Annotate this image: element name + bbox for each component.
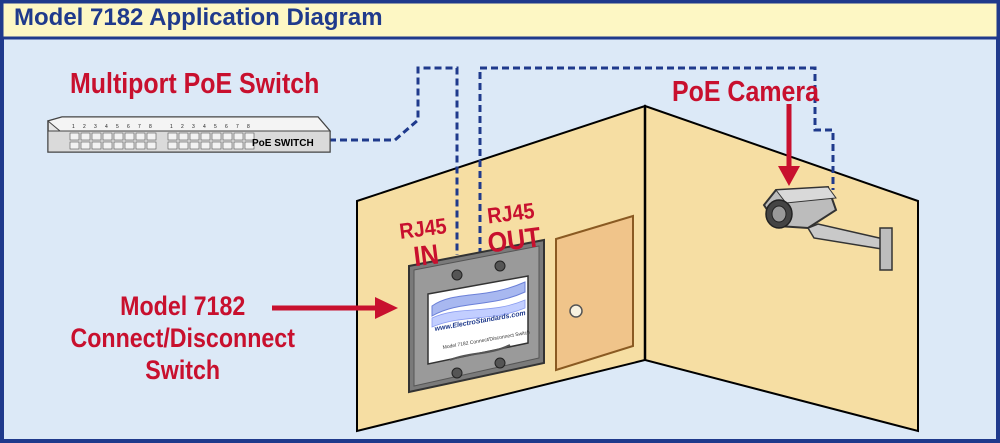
switch-port-number: 4 xyxy=(203,124,206,130)
switch-port xyxy=(91,141,102,150)
cable-switch-to-rj45-in xyxy=(318,66,459,255)
switch-port xyxy=(113,141,124,150)
camera-arrow-head xyxy=(778,166,800,186)
switch-port-number: 2 xyxy=(83,124,86,130)
switch-port-number: 3 xyxy=(192,124,195,130)
label-arrows xyxy=(272,104,800,319)
switch-port-block: 1 2 3 4 5 6 7 8 1 2 3 4 5 6 7 8 xyxy=(69,124,255,150)
wall-plate-model-7182: www.ElectroStandards.com Model 7182 Conn… xyxy=(408,238,545,394)
switch-port xyxy=(146,141,157,150)
label-rj45-in-bottom: IN xyxy=(411,238,441,273)
switch-port-number: 5 xyxy=(214,124,217,130)
switch-port xyxy=(178,132,189,141)
switch-port xyxy=(222,132,233,141)
switch-port xyxy=(167,132,178,141)
door-knob xyxy=(569,304,583,318)
switch-port-number: 1 xyxy=(170,124,173,130)
title-bar: Model 7182 Application Diagram xyxy=(0,0,1000,38)
label-model-line1: Model 7182 xyxy=(120,291,246,321)
switch-port xyxy=(211,141,222,150)
switch-port xyxy=(69,141,80,150)
switch-port xyxy=(91,132,102,141)
switch-port-number: 1 xyxy=(72,124,75,130)
switch-port-number: 6 xyxy=(225,124,228,130)
label-rj45-in: RJ45 IN xyxy=(398,213,452,273)
plate-screw xyxy=(494,260,506,272)
label-model-7182: Model 7182 Connect/Disconnect Switch xyxy=(58,290,307,386)
cable-rj45-out-to-camera xyxy=(478,66,835,255)
switch-port xyxy=(244,141,255,150)
switch-port xyxy=(102,132,113,141)
network-cables xyxy=(318,66,835,255)
label-rj45-out: RJ45 OUT xyxy=(483,198,543,259)
switch-port xyxy=(102,141,113,150)
poe-camera-device xyxy=(762,185,893,271)
poe-switch-device: 1 2 3 4 5 6 7 8 1 2 3 4 5 6 7 8 PoE SWITCH xyxy=(46,116,332,153)
label-poe-camera: PoE Camera xyxy=(672,76,819,108)
switch-port-number: 2 xyxy=(181,124,184,130)
switch-port xyxy=(222,141,233,150)
switch-port-number: 7 xyxy=(236,124,239,130)
switch-port xyxy=(69,132,80,141)
switch-port xyxy=(178,141,189,150)
switch-port xyxy=(189,132,200,141)
switch-port xyxy=(80,132,91,141)
label-multiport-poe-switch: Multiport PoE Switch xyxy=(70,68,320,100)
page-title: Model 7182 Application Diagram xyxy=(14,4,383,31)
switch-port-number: 4 xyxy=(105,124,108,130)
switch-port-number: 8 xyxy=(247,124,250,130)
model-arrow-head xyxy=(375,297,398,319)
switch-port xyxy=(200,141,211,150)
switch-port xyxy=(244,132,255,141)
switch-port xyxy=(124,141,135,150)
plate-screw xyxy=(494,357,506,369)
switch-port-number: 5 xyxy=(116,124,119,130)
label-model-line3: Switch xyxy=(145,355,221,385)
switch-port xyxy=(189,141,200,150)
switch-port xyxy=(167,141,178,150)
switch-port xyxy=(211,132,222,141)
switch-port-number: 6 xyxy=(127,124,130,130)
switch-port xyxy=(135,132,146,141)
switch-port xyxy=(124,132,135,141)
camera-mount xyxy=(879,227,893,271)
switch-port xyxy=(200,132,211,141)
switch-port xyxy=(113,132,124,141)
plate-swoosh xyxy=(449,344,511,361)
switch-badge: PoE SWITCH xyxy=(252,138,314,149)
switch-port-number: 3 xyxy=(94,124,97,130)
switch-port xyxy=(135,141,146,150)
switch-port-number: 7 xyxy=(138,124,141,130)
switch-port-number: 8 xyxy=(149,124,152,130)
switch-port xyxy=(233,132,244,141)
plate-screw xyxy=(451,367,463,379)
switch-port xyxy=(233,141,244,150)
plate-screw xyxy=(451,269,463,281)
door xyxy=(555,214,634,372)
label-model-line2: Connect/Disconnect xyxy=(70,323,295,353)
switch-port xyxy=(80,141,91,150)
title-bar-background xyxy=(0,0,1000,40)
switch-port xyxy=(146,132,157,141)
